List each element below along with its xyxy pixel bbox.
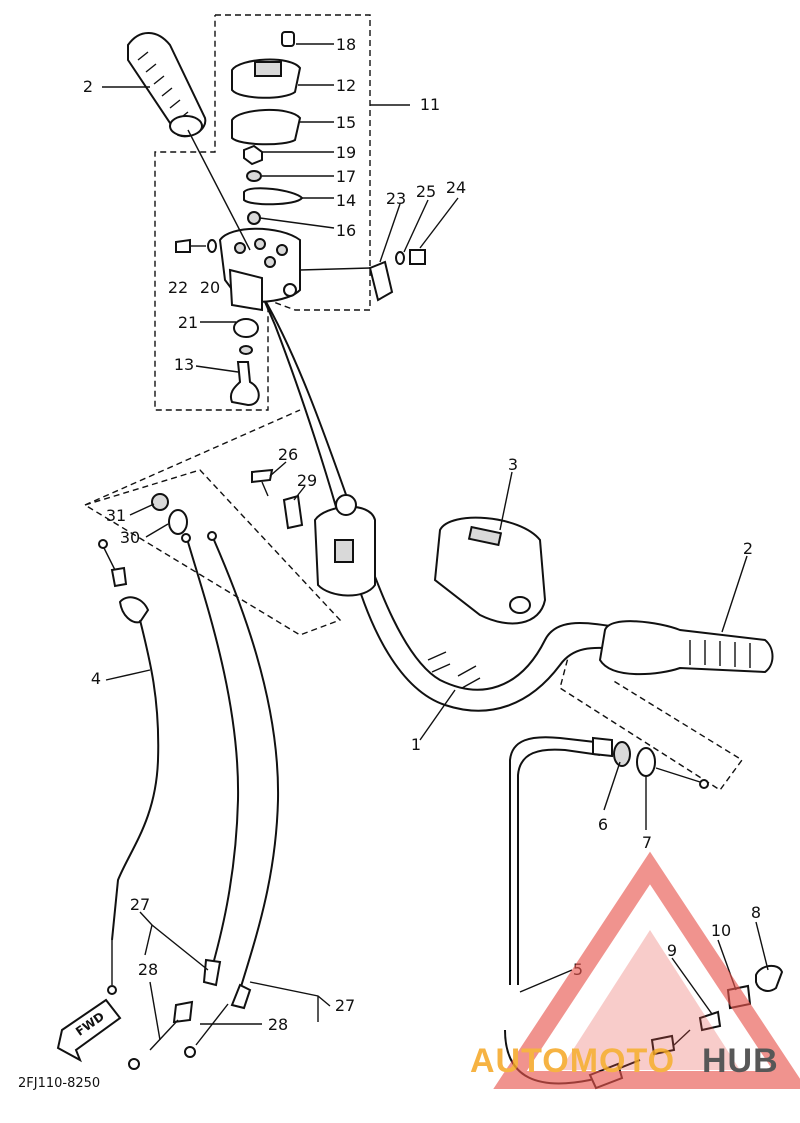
callout-11: 11 [420, 95, 440, 114]
box-edge [84, 409, 301, 506]
callout-25: 25 [416, 182, 436, 201]
callout-6: 6 [598, 815, 608, 834]
callout-27-right: 27 [335, 996, 355, 1015]
assembly-box-11 [154, 14, 371, 411]
callout-2-right: 2 [743, 539, 753, 558]
left-grip [127, 32, 207, 138]
lever-bracket [151, 468, 376, 597]
watermark: AUTOMOTO HUB [470, 851, 800, 1089]
callout-23: 23 [386, 189, 406, 208]
assembly-box-lever [84, 469, 342, 636]
callout-30: 30 [120, 528, 140, 547]
callout-3: 3 [508, 455, 518, 474]
callout-28-right: 28 [268, 1015, 288, 1034]
callout-29: 29 [297, 471, 317, 490]
callout-13: 13 [174, 355, 194, 374]
left-switch-assembly [175, 31, 426, 407]
callout-12: 12 [336, 76, 356, 95]
watermark-text-left: AUTOMOTO [470, 1042, 675, 1080]
diagram-reference-code: 2FJ110-8250 [18, 1076, 100, 1091]
cable-pair-27 [128, 531, 280, 1070]
callout-1: 1 [411, 735, 421, 754]
callout-27-left: 27 [130, 895, 150, 914]
cable-4 [98, 539, 160, 995]
callout-18: 18 [336, 35, 356, 54]
callout-8: 8 [751, 903, 761, 922]
leader-lines [102, 43, 769, 1041]
callout-26: 26 [278, 445, 298, 464]
callout-2-left: 2 [83, 77, 93, 96]
fwd-arrow: FWD [56, 998, 122, 1063]
callout-20: 20 [200, 278, 220, 297]
callout-22: 22 [168, 278, 188, 297]
callout-21: 21 [178, 313, 198, 332]
callout-28-left: 28 [138, 960, 158, 979]
callout-4: 4 [91, 669, 101, 688]
callout-19: 19 [336, 143, 356, 162]
callout-9: 9 [667, 941, 677, 960]
callout-15: 15 [336, 113, 356, 132]
callout-14: 14 [336, 191, 356, 210]
callout-16: 16 [336, 221, 356, 240]
callout-7: 7 [642, 833, 652, 852]
right-switch-housing [433, 516, 547, 625]
handlebar [261, 294, 627, 712]
callout-10: 10 [711, 921, 731, 940]
callout-31: 31 [106, 506, 126, 525]
callout-24: 24 [446, 178, 466, 197]
callout-labels: 2 18 12 11 15 19 17 14 16 23 25 24 22 20… [83, 35, 761, 1034]
right-grip [598, 620, 774, 676]
watermark-logo [493, 851, 800, 1089]
callout-17: 17 [336, 167, 356, 186]
watermark-text-right: HUB [702, 1042, 779, 1080]
